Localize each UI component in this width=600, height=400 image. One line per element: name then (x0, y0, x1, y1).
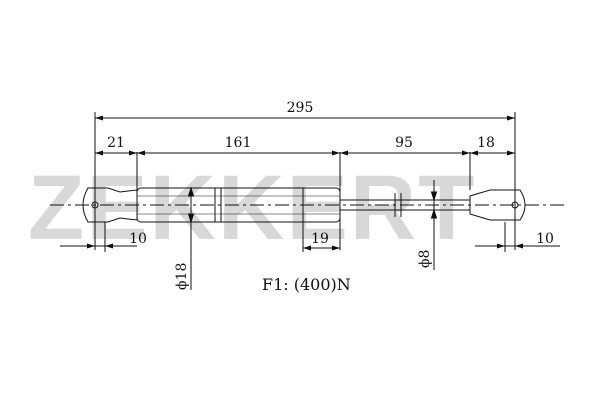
rod-diameter-marker: ϕ8 (417, 180, 438, 270)
dim-rod-label: 95 (395, 135, 413, 151)
dim-cylinder-segment-label: 19 (311, 231, 329, 247)
dim-left-fitting: 10 (60, 222, 147, 252)
left-end-fitting (82, 187, 138, 223)
dim-right-fitting-label: 10 (536, 231, 554, 247)
cylinder-diameter-marker: ϕ18 (174, 186, 195, 290)
force-spec: F1: (400)N (262, 275, 351, 294)
right-end-fitting (469, 189, 526, 221)
dim-right-fitting: 10 (475, 222, 560, 252)
dim-overall: 295 (95, 100, 515, 121)
dim-right-end-label: 18 (477, 135, 495, 151)
dim-cylinder-label: 161 (225, 135, 252, 151)
dim-overall-label: 295 (287, 100, 314, 116)
brand-watermark: ZEKKERT (28, 157, 476, 259)
cylinder-body (136, 187, 341, 223)
dim-left-fitting-label: 10 (129, 231, 147, 247)
cylinder-diameter-label: ϕ18 (174, 263, 190, 290)
piston-rod (340, 193, 470, 217)
brand-watermark-text: ZEKKERT (28, 157, 476, 259)
rod-diameter-label: ϕ8 (417, 250, 433, 268)
dim-left-end-label: 21 (107, 135, 125, 151)
dim-cylinder-segment: 19 (303, 231, 340, 251)
dim-subrow: 21 161 95 18 (95, 135, 515, 156)
